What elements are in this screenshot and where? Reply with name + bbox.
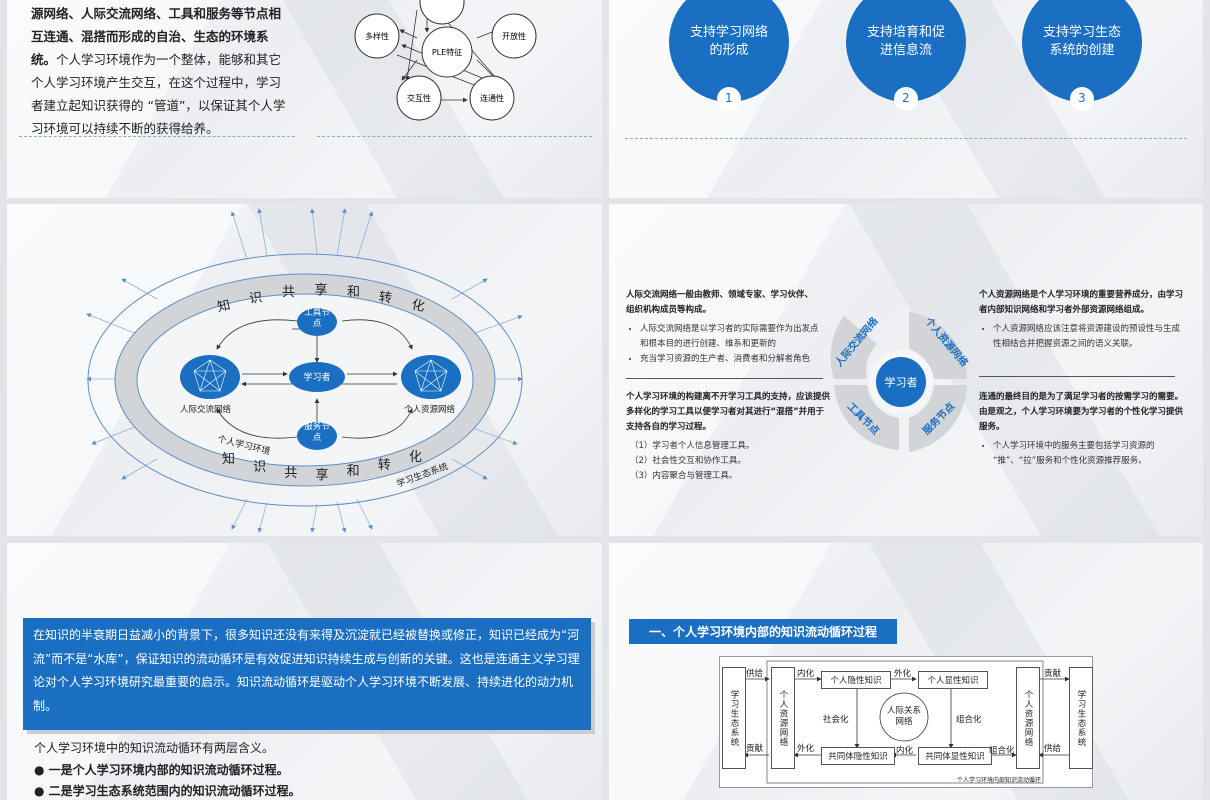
label-combine: 组合化	[956, 715, 982, 725]
slide-ple-structure[interactable]: 知 识 共 享 和 转 化 知 识 共 享 和 转 化 工具节点 服务节点 学习…	[7, 204, 602, 536]
ring-top-char: 享	[314, 283, 330, 298]
ple-definition-text: 源网络、人际交流网络、工具和服务等节点相互连通、混搭而形成的自治、生态的环境系统…	[31, 2, 293, 140]
slide-knowledge-flow-cycle[interactable]: 一、个人学习环境内部的知识流动循环过程 学习生态系统 个人资源网络 个人隐性知识…	[609, 543, 1203, 800]
label-externalize-top: 外化	[894, 669, 912, 679]
ple-features-diagram: PLE特征 多样性 开放性 交互性 连通性	[354, 0, 537, 121]
left-eco-box: 学习生态系统	[722, 667, 746, 769]
ple-structure-diagram	[86, 208, 523, 533]
services-title: 连通的最终目的是为了满足学习者的按需学习的需要。由是观之，个人学习环境要为学习者…	[979, 392, 1184, 432]
ring-bottom-char: 知	[222, 452, 236, 467]
function-circle-3: 支持学习生态系统的创建	[1022, 0, 1142, 102]
ring-bottom-char: 享	[315, 468, 329, 483]
bullet-2: ● 二是学习生态系统范围内的知识流动循环过程。	[34, 784, 301, 798]
label-contribute-right: 贡献	[1044, 669, 1062, 679]
label-supply-right: 供给	[1044, 744, 1062, 754]
ring-top-char: 识	[248, 290, 266, 307]
slide-ple-definition[interactable]: 源网络、人际交流网络、工具和服务等节点相互连通、混搭而形成的自治、生态的环境系统…	[7, 0, 602, 198]
ring-top-char: 知	[216, 297, 234, 316]
services-item: 个人学习环境中的服务主要包括学习资源的 “推”、“拉”服务和个性化资源推荐服务。	[993, 439, 1184, 469]
tacit-knowledge-box: 个人隐性知识	[821, 671, 891, 689]
highlight-box: 在知识的半衰期日益减小的背景下，很多知识还没有来得及沉淀就已经被替换或修正，知识…	[23, 618, 591, 730]
block-services: 连通的最终目的是为了满足学习者的按需学习的需要。由是观之，个人学习环境要为学习者…	[979, 390, 1184, 469]
label-internalize-left: 内化	[797, 669, 815, 679]
resources-item: 个人资源网络应该注意将资源建设的预设性与生成性相结合并把握资源之间的语义关联。	[993, 322, 1184, 352]
center-network-label: 人际关系网络	[886, 706, 921, 727]
ple-center-label: PLE特征	[432, 47, 462, 57]
tools-item: （1）学习者个人信息管理工具。	[630, 441, 755, 451]
feature-diversity: 多样性	[365, 31, 389, 41]
group-tacit-box: 共同体隐性知识	[821, 747, 895, 765]
ring-bottom-char: 共	[284, 466, 298, 481]
function-circle-2: 支持培育和促进信息流	[846, 0, 966, 102]
bullet-1-text: 一是个人学习环境内部的知识流动循环过程。	[48, 763, 289, 777]
section-tag: 一、个人学习环境内部的知识流动循环过程	[629, 619, 898, 644]
ring-top-text: 知 识 共 享 和 转 化	[216, 283, 428, 315]
tools-title: 个人学习环境的构建离不开学习工具的支持，应该提供多样化的学习工具以便学习者对其进…	[626, 392, 831, 432]
feature-openness: 开放性	[502, 31, 526, 41]
divider-left	[19, 136, 295, 137]
feature-connectivity: 连通性	[480, 93, 504, 103]
function-label-1: 支持学习网络的形成	[689, 25, 768, 58]
divider-right	[317, 136, 592, 137]
label-socialize: 社会化	[823, 715, 849, 725]
block-resources: 个人资源网络是个人学习环境的重要营养成分，由学习者内部知识网络和学习者外部资源网…	[979, 288, 1184, 352]
right-eco-box: 学习生态系统	[1069, 667, 1093, 769]
flow-diagram-arrows	[743, 660, 1070, 784]
explicit-knowledge-box: 个人显性知识	[918, 671, 988, 689]
block-interpersonal: 人际交流网络一般由教师、领域专家、学习伙伴、组织机构成员等构成。 人际交流网络是…	[626, 288, 821, 367]
interpersonal-title: 人际交流网络一般由教师、领域专家、学习伙伴、组织机构成员等构成。	[626, 290, 814, 315]
label-contribute-left: 贡献	[746, 744, 764, 754]
slide-ple-functions[interactable]: 支持学习网络的形成 支持培育和促进信息流 支持学习生态系统的创建 1 2 3	[609, 0, 1203, 198]
block-tools: 个人学习环境的构建离不开学习工具的支持，应该提供多样化的学习工具以便学习者对其进…	[626, 390, 831, 484]
definition-regular: 个人学习环境作为一个整体，能够和其它个人学习环境产生交互，在这个过程中，学习者建…	[31, 52, 286, 136]
bullet-2-text: 二是学习生态系统范围内的知识流动循环过程。	[48, 784, 301, 798]
label-externalize-left: 外化	[797, 744, 815, 754]
tools-item: （2）社会性交互和协作工具。	[630, 456, 746, 466]
ring-bottom-char: 和	[346, 464, 360, 479]
divider-left	[626, 378, 823, 379]
function-number-1: 1	[725, 91, 733, 105]
label-supply-left: 供给	[746, 669, 764, 679]
right-network-box: 个人资源网络	[1016, 667, 1040, 769]
function-number-3: 3	[1078, 91, 1086, 105]
ring-bottom-char: 转	[377, 458, 391, 473]
ring-top-char: 共	[281, 285, 297, 300]
function-number-2: 2	[902, 91, 910, 105]
circle-tails	[717, 87, 1094, 111]
group-explicit-box: 共同体显性知识	[918, 747, 992, 765]
resources-title: 个人资源网络是个人学习环境的重要营养成分，由学习者内部知识网络和学习者外部资源网…	[979, 290, 1184, 315]
divider-right	[979, 376, 1175, 377]
function-circle-1: 支持学习网络的形成	[669, 0, 789, 102]
function-label-3: 支持学习生态系统的创建	[1042, 25, 1121, 58]
learner-center: 学习者	[885, 375, 918, 389]
tool-node-label: 工具节点	[304, 308, 330, 329]
ring-top-char: 和	[346, 285, 362, 300]
learner-ring-diagram: 学习者 人际交流网络 个人资源网络 工具节点 服务节点	[830, 312, 971, 452]
label-internalize-bottom: 内化	[896, 746, 914, 756]
divider	[625, 138, 1187, 139]
diagram-caption: 个人学习环境内部知识流动循环	[957, 777, 1042, 784]
right-network-label: 个人资源网络	[404, 405, 456, 415]
label-combine-right: 组合化	[989, 746, 1015, 756]
highlight-text: 在知识的半衰期日益减小的背景下，很多知识还没有来得及沉淀就已经被替换或修正，知识…	[33, 628, 580, 713]
ring-bottom-char: 化	[408, 450, 422, 465]
learner-label: 学习者	[303, 373, 331, 383]
bullet-1: ● 一是个人学习环境内部的知识流动循环过程。	[34, 763, 289, 777]
left-network-label: 人际交流网络	[180, 405, 232, 415]
feature-interactivity: 交互性	[407, 93, 431, 103]
ring-bottom-text: 知 识 共 享 和 转 化	[222, 450, 422, 483]
interpersonal-item: 充当学习资源的生产者、消费者和分解者角色	[640, 352, 821, 367]
function-label-2: 支持培育和促进信息流	[866, 25, 945, 58]
slide-knowledge-flow-intro[interactable]: 在知识的半衰期日益减小的背景下，很多知识还没有来得及沉淀就已经被替换或修正，知识…	[7, 543, 602, 800]
service-node-label: 服务节点	[304, 422, 330, 443]
tools-item: （3）内容聚合与管理工具。	[630, 471, 738, 481]
slide-ple-components[interactable]: 人际交流网络一般由教师、领域专家、学习伙伴、组织机构成员等构成。 人际交流网络是…	[609, 204, 1203, 536]
intro-text: 个人学习环境中的知识流动循环有两层含义。	[34, 741, 275, 755]
ring-bottom-char: 识	[253, 460, 267, 475]
interpersonal-item: 人际交流网络是以学习者的实际需要作为出发点和根本目的进行创建、维系和更新的	[640, 322, 821, 352]
ring-top-char: 转	[378, 290, 395, 307]
left-network-box: 个人资源网络	[771, 667, 795, 769]
definition-bold: 源网络、人际交流网络、工具和服务等节点相互连通、混搭而形成的自治、生态的环境系统…	[31, 6, 282, 67]
